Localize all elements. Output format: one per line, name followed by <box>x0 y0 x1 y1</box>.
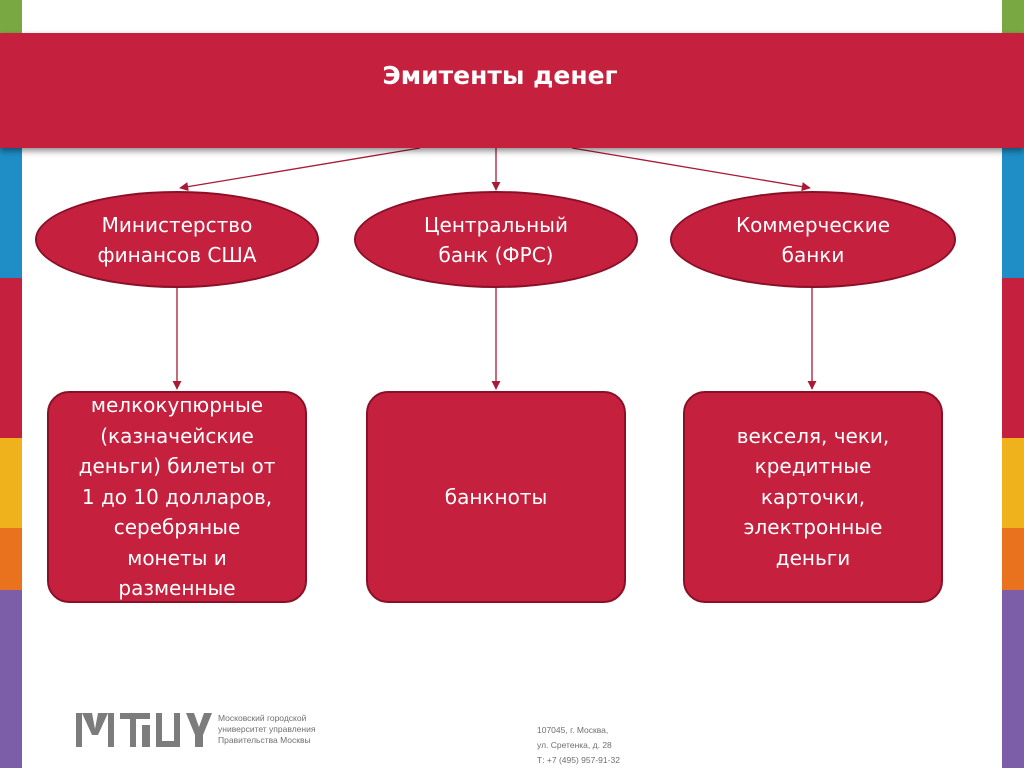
address-line: 107045, г. Москва, <box>537 725 609 735</box>
issues-line: мелкокупюрные <box>90 393 264 418</box>
university-logo-icon <box>76 713 212 747</box>
issues-banknotes-box: банкноты <box>366 391 626 603</box>
issuer-name-line: Центральный <box>424 212 568 237</box>
issuer-name-line: Коммерческие <box>735 212 891 237</box>
issuer-name-line: финансов США <box>97 242 257 267</box>
university-address: 107045, г. Москва, ул. Сретенка, д. 28 Т… <box>537 723 677 768</box>
issuer-ministry-of-finance: Министерство финансов США <box>35 191 319 288</box>
stripe-yellow <box>0 438 22 528</box>
issues-commercial-instruments-box: векселя, чеки, кредитные карточки, элект… <box>683 391 943 603</box>
university-name-line: Московский городской <box>218 713 307 723</box>
issuer-central-bank: Центральный банк (ФРС) <box>354 191 638 288</box>
issues-line: деньги <box>775 545 851 570</box>
arrow-to-commercial-banks <box>571 147 811 192</box>
issues-line: векселя, чеки, <box>736 423 890 448</box>
issues-line: (казначейские <box>100 423 254 448</box>
university-name-line: Правительства Москвы <box>218 735 311 745</box>
stripe-green <box>1002 0 1024 33</box>
stripe-red <box>1002 278 1024 438</box>
stripe-purple <box>1002 590 1024 768</box>
issuer-name-line: банки <box>781 242 845 267</box>
issues-line: монеты и <box>127 545 227 570</box>
issuer-name-line: банк (ФРС) <box>438 242 554 267</box>
header-banner: Эмитенты денег <box>0 33 1024 148</box>
issues-line: банкноты <box>444 484 548 509</box>
arrow-to-ministry <box>179 147 421 192</box>
stripe-yellow <box>1002 438 1024 528</box>
left-color-stripes <box>0 0 22 768</box>
issues-line: карточки, <box>760 484 866 509</box>
university-name: Московский городской университет управле… <box>218 713 378 746</box>
stripe-green <box>0 0 22 33</box>
issuer-commercial-banks: Коммерческие банки <box>670 191 956 288</box>
university-name-line: университет управления <box>218 724 316 734</box>
stripe-purple <box>0 590 22 768</box>
issues-line: серебряные <box>113 515 241 540</box>
issues-line: разменные <box>118 576 236 601</box>
address-line: ул. Сретенка, д. 28 <box>537 740 612 750</box>
issues-treasury-notes-box: мелкокупюрные (казначейские деньги) биле… <box>47 391 307 603</box>
issues-line: электронные <box>743 515 883 540</box>
slide-title: Эмитенты денег <box>382 61 618 90</box>
stripe-orange <box>0 528 22 590</box>
issues-line: кредитные <box>754 454 872 479</box>
stripe-blue <box>1002 148 1024 278</box>
stripe-orange <box>1002 528 1024 590</box>
issues-line: деньги) билеты от <box>78 454 276 479</box>
stripe-blue <box>0 148 22 278</box>
stripe-red <box>0 278 22 438</box>
issues-line: 1 до 10 долларов, <box>81 484 273 509</box>
phone-line: Т: +7 (495) 957-91-32 <box>537 755 620 765</box>
issuer-name-line: Министерство <box>101 212 253 237</box>
right-color-stripes <box>1002 0 1024 768</box>
